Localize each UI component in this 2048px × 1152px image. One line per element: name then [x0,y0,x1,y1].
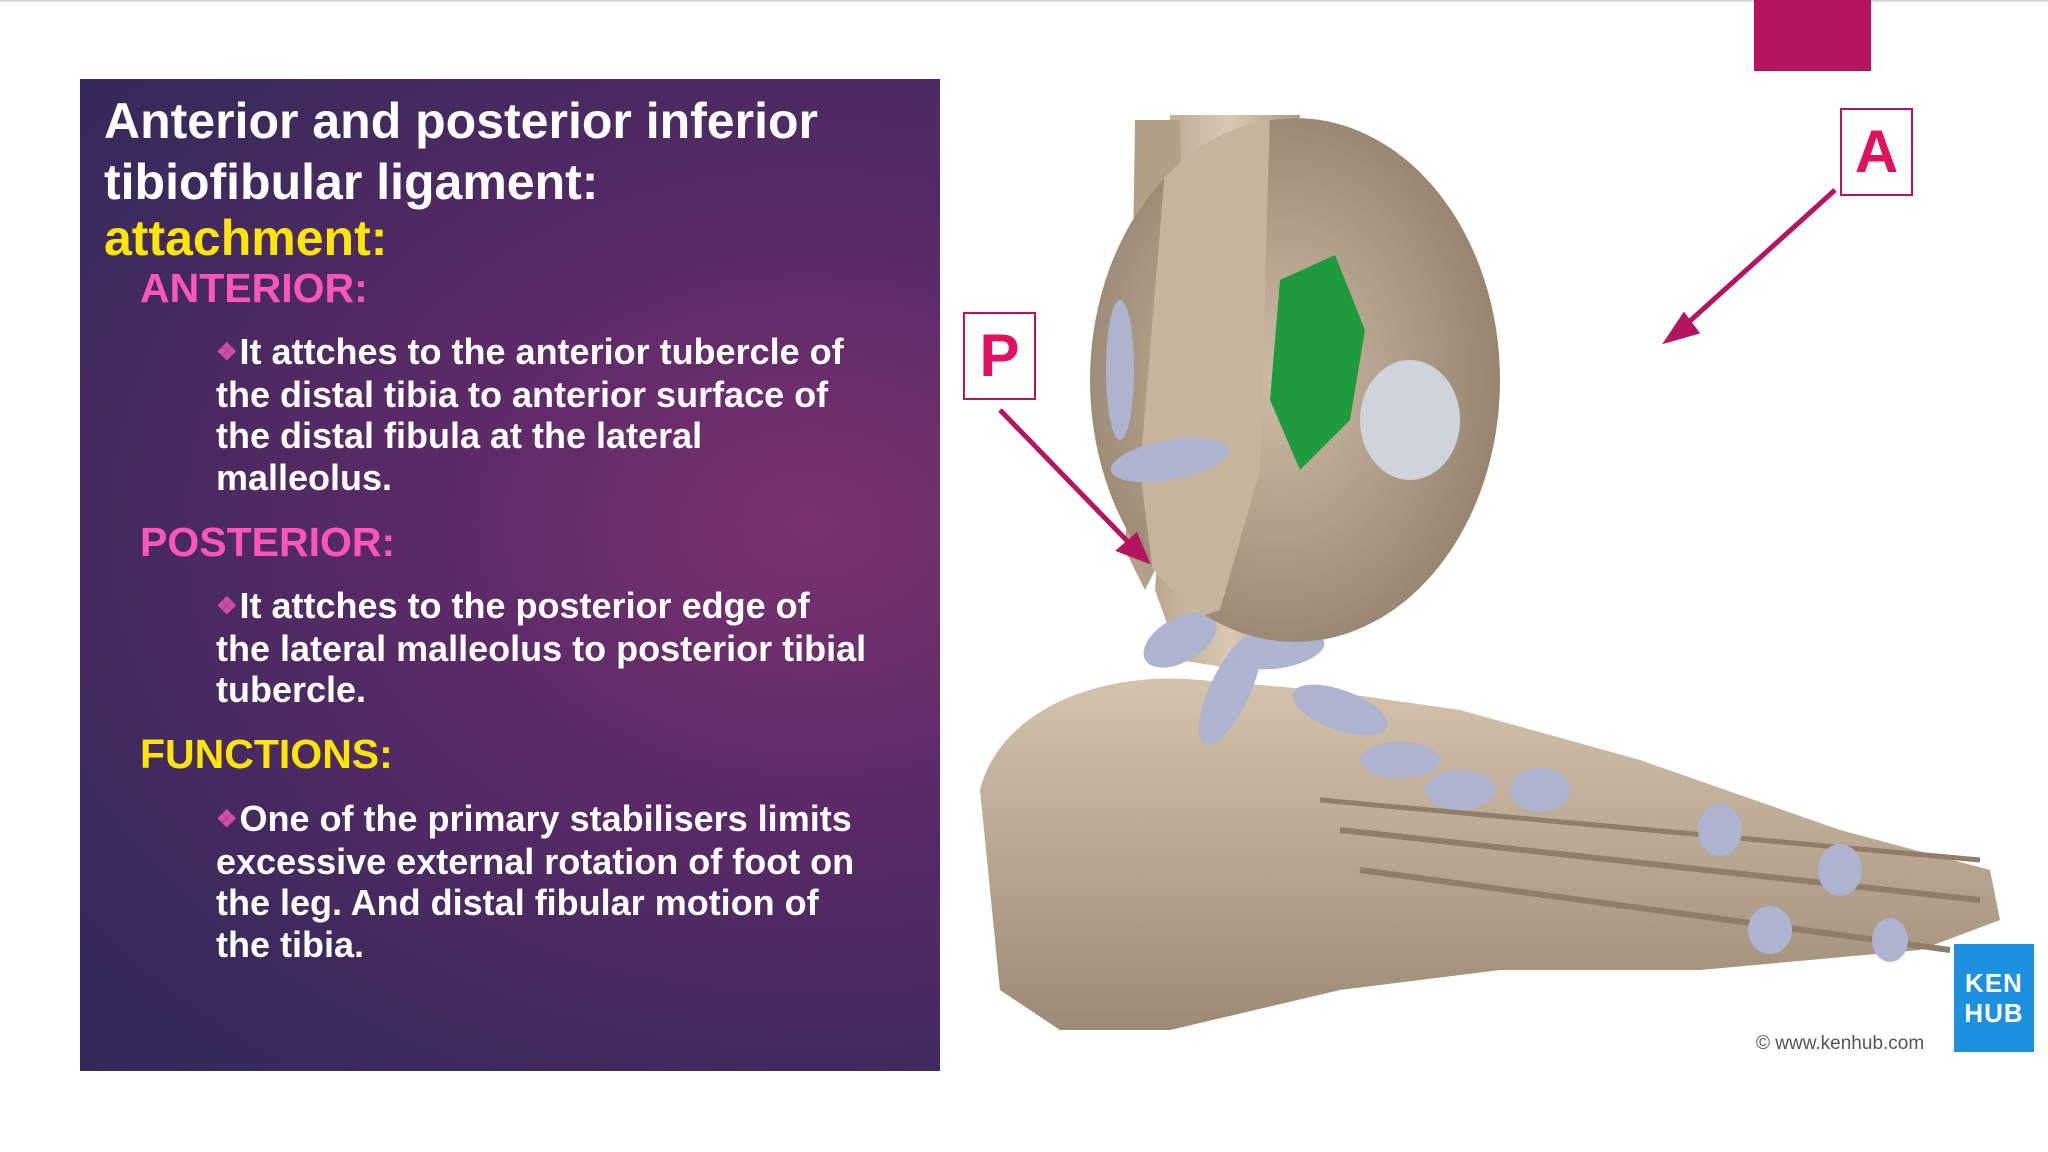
label-posterior: P [963,312,1036,400]
kenhub-logo: KEN HUB [1954,944,2034,1052]
foot-bones [980,678,2000,1030]
heading-anterior: ANTERIOR: [140,265,368,311]
accent-tab [1754,0,1871,71]
title-highlight: attachment: [104,210,388,266]
anterior-text: ❖It attches to the anterior tubercle of … [216,331,844,498]
title-line-2: tibiofibular ligament: [104,154,599,210]
ligament-highlight-zoom [1270,255,1365,470]
ankle-ligament-illustration [980,115,2000,1030]
top-rule [0,0,2048,2]
posterior-text: ❖It attches to the posterior edge of the… [216,585,867,710]
slide-title: Anterior and posterior inferior tibiofib… [104,91,818,213]
arrow-anterior [1662,188,1837,345]
title-line-1: Anterior and posterior inferior [104,93,818,149]
heading-posterior: POSTERIOR: [140,519,396,565]
text-panel: Anterior and posterior inferior tibiofib… [80,79,940,1071]
zoom-inset [1090,118,1500,642]
diamond-bullet-icon: ❖ [216,593,238,620]
functions-text: ❖One of the primary stabilisers limits e… [216,798,855,965]
label-anterior: A [1840,108,1913,196]
diamond-bullet-icon: ❖ [216,339,238,366]
arrow-posterior [998,408,1151,565]
heading-functions: FUNCTIONS: [140,731,393,777]
image-credit: © www.kenhub.com [1756,1033,1925,1054]
diamond-bullet-icon: ❖ [216,806,238,833]
